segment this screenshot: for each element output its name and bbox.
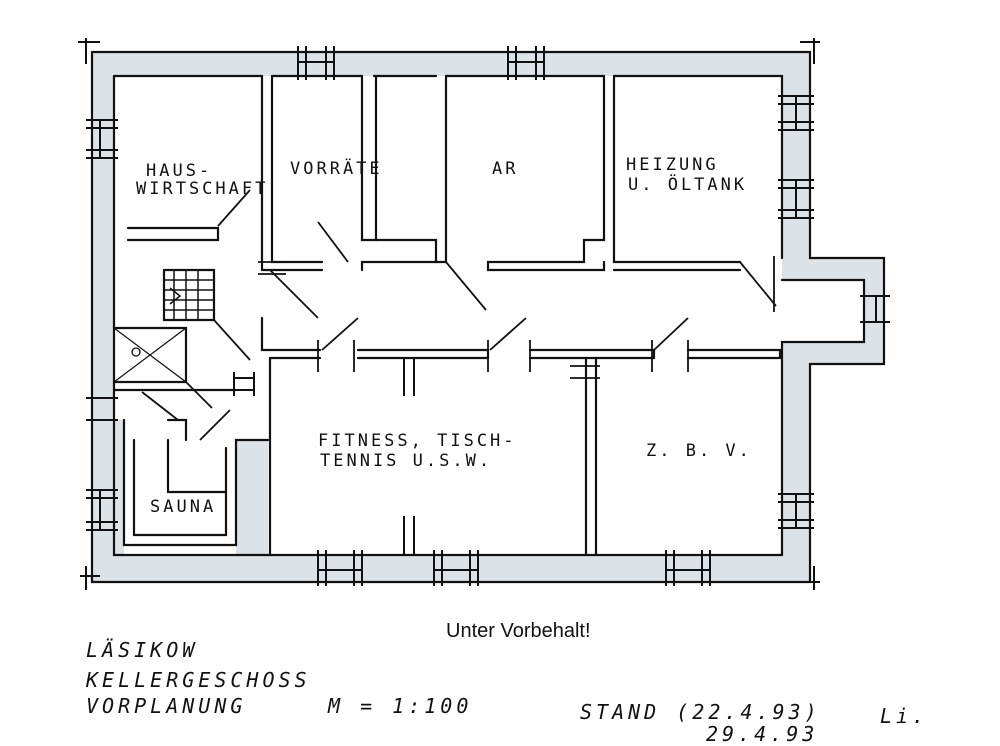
room-label-ar: AR xyxy=(492,159,518,179)
room-label-hauswirtschaft-1: HAUS- xyxy=(146,161,212,181)
title-project: LÄSIKOW xyxy=(86,638,199,662)
door-swings xyxy=(141,189,777,441)
room-label-zbv: Z. B. V. xyxy=(646,441,752,461)
notice-text: Unter Vorbehalt! xyxy=(446,620,591,642)
room-label-fitness-2: TENNIS U.S.W. xyxy=(320,451,492,471)
stairs xyxy=(164,270,214,320)
shower-tray xyxy=(113,327,187,383)
title-date-stand: STAND (22.4.93) xyxy=(580,700,821,724)
room-label-heizung-2: U. ÖLTANK xyxy=(628,173,747,195)
wall-fill xyxy=(92,52,884,582)
room-label-sauna: SAUNA xyxy=(150,497,216,517)
title-initials: Li. xyxy=(880,704,929,728)
window-marks xyxy=(78,38,890,590)
room-label-hauswirtschaft-2: WIRTSCHAFT xyxy=(136,179,268,199)
room-label-vorraete: VORRÄTE xyxy=(290,158,383,179)
title-scale: M = 1:100 xyxy=(328,694,473,718)
wall-lines xyxy=(90,50,886,584)
room-label-heizung-1: HEIZUNG xyxy=(626,155,719,175)
title-date-revision: 29.4.93 xyxy=(706,722,819,746)
title-stage: VORPLANUNG xyxy=(86,694,247,718)
title-floor: KELLERGESCHOSS xyxy=(86,668,311,692)
room-label-fitness-1: FITNESS, TISCH- xyxy=(318,431,517,451)
